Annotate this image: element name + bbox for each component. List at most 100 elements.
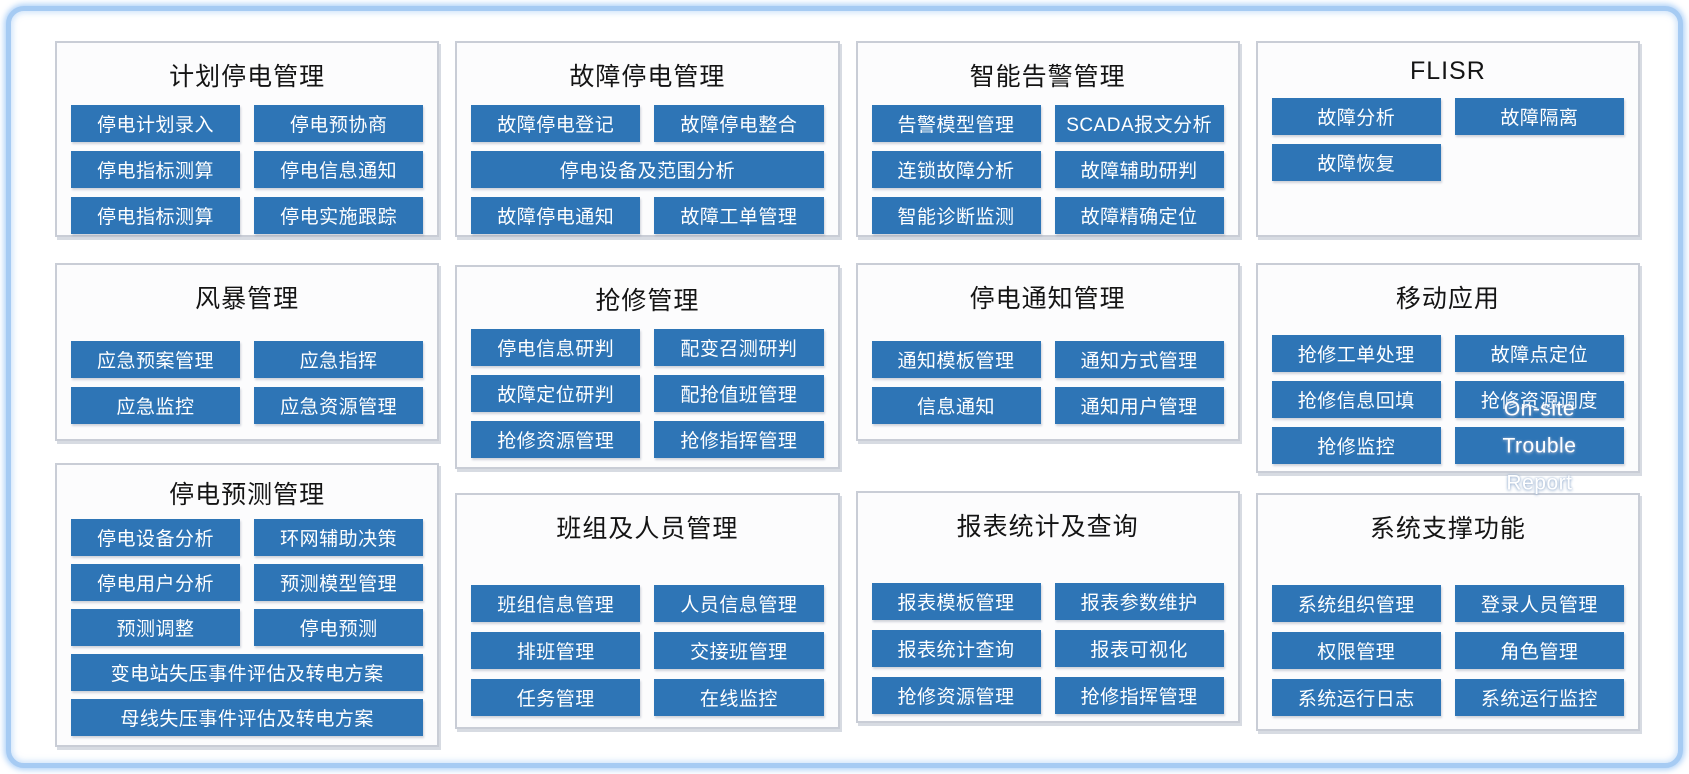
panel-title: 抢修管理 (595, 287, 700, 315)
feature-button[interactable]: 系统运行日志 (1271, 679, 1441, 716)
feature-button[interactable]: 系统组织管理 (1271, 585, 1441, 622)
feature-button[interactable]: 变电站失压事件评估及转电方案 (71, 654, 424, 691)
panel-title: 风暴管理 (195, 285, 300, 313)
feature-button[interactable]: 应急指挥 (254, 341, 424, 378)
feature-button[interactable]: 登录人员管理 (1454, 585, 1624, 622)
feature-button[interactable]: 通知模板管理 (871, 341, 1041, 378)
panel-title: 报表统计及查询 (956, 513, 1139, 541)
panel-title: 停电预测管理 (169, 481, 326, 509)
feature-button[interactable]: 抢修监控 (1271, 427, 1441, 464)
feature-button[interactable]: 故障停电通知 (471, 197, 641, 234)
panel-outage-forecast-management: 停电预测管理停电设备分析环网辅助决策停电用户分析预测模型管理预测调整停电预测变电… (55, 463, 440, 747)
feature-button[interactable]: 故障工单管理 (654, 197, 824, 234)
feature-button[interactable]: 停电实施跟踪 (254, 197, 424, 234)
feature-button[interactable]: 报表统计查询 (871, 630, 1041, 667)
feature-button[interactable]: 报表参数维护 (1054, 583, 1224, 620)
feature-button[interactable]: 抢修工单处理 (1271, 335, 1441, 372)
feature-button[interactable]: 故障定位研判 (471, 375, 641, 412)
feature-button[interactable]: 任务管理 (471, 679, 641, 716)
button-grid: 停电设备分析环网辅助决策停电用户分析预测模型管理预测调整停电预测变电站失压事件评… (69, 519, 425, 736)
feature-button[interactable]: 预测调整 (71, 609, 241, 646)
feature-button[interactable]: 在线监控 (654, 679, 824, 716)
feature-button[interactable]: 报表可视化 (1054, 630, 1224, 667)
feature-button[interactable]: 抢修资源调度 (1454, 381, 1624, 418)
feature-button[interactable]: 应急监控 (71, 387, 241, 424)
feature-button[interactable]: 停电信息研判 (471, 329, 641, 366)
feature-button[interactable]: 应急预案管理 (71, 341, 241, 378)
feature-button[interactable]: 抢修资源管理 (871, 677, 1041, 714)
panel-title: 移动应用 (1395, 285, 1500, 313)
feature-button[interactable]: 应急资源管理 (254, 387, 424, 424)
panel-intelligent-alarm-management: 智能告警管理告警模型管理 SCADA报文分析连锁故障分析故障辅助研判智能诊断监测故… (855, 41, 1240, 237)
panel-title: 系统支撑功能 (1369, 515, 1526, 543)
feature-button[interactable]: 连锁故障分析 (871, 151, 1041, 188)
feature-button[interactable]: 排班管理 (471, 632, 641, 669)
rounded-blue-frame: 计划停电管理停电计划录入停电预协商停电指标测算停电信息通知停电指标测算停电实施跟… (6, 6, 1683, 768)
feature-button[interactable]: 抢修指挥管理 (1054, 677, 1224, 714)
feature-button[interactable]: SCADA报文分析 (1054, 105, 1224, 142)
feature-button[interactable]: 通知方式管理 (1054, 341, 1224, 378)
feature-button[interactable]: 故障停电登记 (471, 105, 641, 142)
column-1: 计划停电管理停电计划录入停电预协商停电指标测算停电信息通知停电指标测算停电实施跟… (55, 41, 440, 747)
feature-button[interactable]: 停电指标测算 (71, 151, 241, 188)
empty-cell (1455, 144, 1624, 181)
button-grid: 故障分析故障隔离故障恢复 (1270, 98, 1626, 181)
button-grid: 系统组织管理登录人员管理权限管理角色管理系统运行日志系统运行监控 (1270, 585, 1626, 716)
panel-storm-management: 风暴管理应急预案管理应急指挥应急监控应急资源管理 (55, 263, 440, 441)
feature-button[interactable]: 配抢值班管理 (654, 375, 824, 412)
feature-button[interactable]: 停电计划录入 (71, 105, 241, 142)
panel-title: 智能告警管理 (969, 63, 1126, 91)
feature-button[interactable]: 故障恢复 (1271, 144, 1441, 181)
column-3: 智能告警管理告警模型管理 SCADA报文分析连锁故障分析故障辅助研判智能诊断监测故… (855, 41, 1240, 747)
feature-button[interactable]: 故障点定位 (1454, 335, 1624, 372)
feature-button[interactable]: 权限管理 (1271, 632, 1441, 669)
panel-title: 班组及人员管理 (556, 515, 739, 543)
feature-button[interactable]: 停电信息通知 (254, 151, 424, 188)
feature-button[interactable]: 停电设备分析 (71, 519, 241, 556)
feature-button[interactable]: 故障辅助研判 (1054, 151, 1224, 188)
feature-button[interactable]: 智能诊断监测 (871, 197, 1041, 234)
button-grid: 故障停电登记故障停电整合停电设备及范围分析故障停电通知故障工单管理 (469, 105, 825, 234)
feature-button[interactable]: 报表模板管理 (871, 583, 1041, 620)
panel-title: FLISR (1409, 57, 1486, 85)
button-grid: 通知模板管理通知方式管理信息通知通知用户管理 (870, 341, 1226, 424)
panel-title: 停电通知管理 (969, 285, 1126, 313)
panel-fault-outage-management: 故障停电管理故障停电登记故障停电整合停电设备及范围分析故障停电通知故障工单管理 (455, 41, 840, 237)
feature-button[interactable]: 环网辅助决策 (254, 519, 424, 556)
feature-button[interactable]: 停电指标测算 (71, 197, 241, 234)
feature-button[interactable]: 系统运行监控 (1454, 679, 1624, 716)
feature-button[interactable]: 母线失压事件评估及转电方案 (71, 699, 424, 736)
feature-button[interactable]: 停电预测 (254, 609, 424, 646)
feature-button[interactable]: 人员信息管理 (654, 585, 824, 622)
feature-button[interactable]: 故障分析 (1271, 98, 1441, 135)
feature-button[interactable]: 预测模型管理 (254, 564, 424, 601)
feature-button[interactable]: 故障停电整合 (654, 105, 824, 142)
feature-button[interactable]: 停电设备及范围分析 (471, 151, 824, 188)
feature-button[interactable]: 抢修资源管理 (471, 421, 641, 458)
column-4: FLISR 故障分析故障隔离故障恢复移动应用抢修工单处理故障点定位抢修信息回填抢修… (1255, 41, 1640, 747)
feature-button[interactable]: 班组信息管理 (471, 585, 641, 622)
feature-button[interactable]: 停电预协商 (254, 105, 424, 142)
button-grid: 应急预案管理应急指挥应急监控应急资源管理 (69, 341, 425, 424)
feature-button[interactable]: 角色管理 (1454, 632, 1624, 669)
feature-button[interactable]: 故障隔离 (1454, 98, 1624, 135)
feature-button[interactable]: 通知用户管理 (1054, 387, 1224, 424)
button-grid: 停电信息研判配变召测研判故障定位研判配抢值班管理抢修资源管理抢修指挥管理 (469, 329, 825, 458)
panel-system-support-functions: 系统支撑功能系统组织管理登录人员管理权限管理角色管理系统运行日志系统运行监控 (1255, 493, 1640, 731)
feature-button[interactable]: 交接班管理 (654, 632, 824, 669)
feature-button[interactable]: 抢修信息回填 (1271, 381, 1441, 418)
feature-button[interactable]: 信息通知 (871, 387, 1041, 424)
feature-button[interactable]: 故障精确定位 (1054, 197, 1224, 234)
panel-team-and-personnel-management: 班组及人员管理班组信息管理人员信息管理排班管理交接班管理任务管理在线监控 (455, 493, 840, 729)
feature-button[interactable]: 配变召测研判 (654, 329, 824, 366)
panel-title: 计划停电管理 (169, 63, 326, 91)
feature-button[interactable]: 告警模型管理 (871, 105, 1041, 142)
panel-repair-management: 抢修管理停电信息研判配变召测研判故障定位研判配抢值班管理抢修资源管理抢修指挥管理 (455, 265, 840, 469)
feature-button[interactable]: 停电用户分析 (71, 564, 241, 601)
panel-grid: 计划停电管理停电计划录入停电预协商停电指标测算停电信息通知停电指标测算停电实施跟… (55, 41, 1640, 747)
feature-button[interactable]: 抢修指挥管理 (654, 421, 824, 458)
